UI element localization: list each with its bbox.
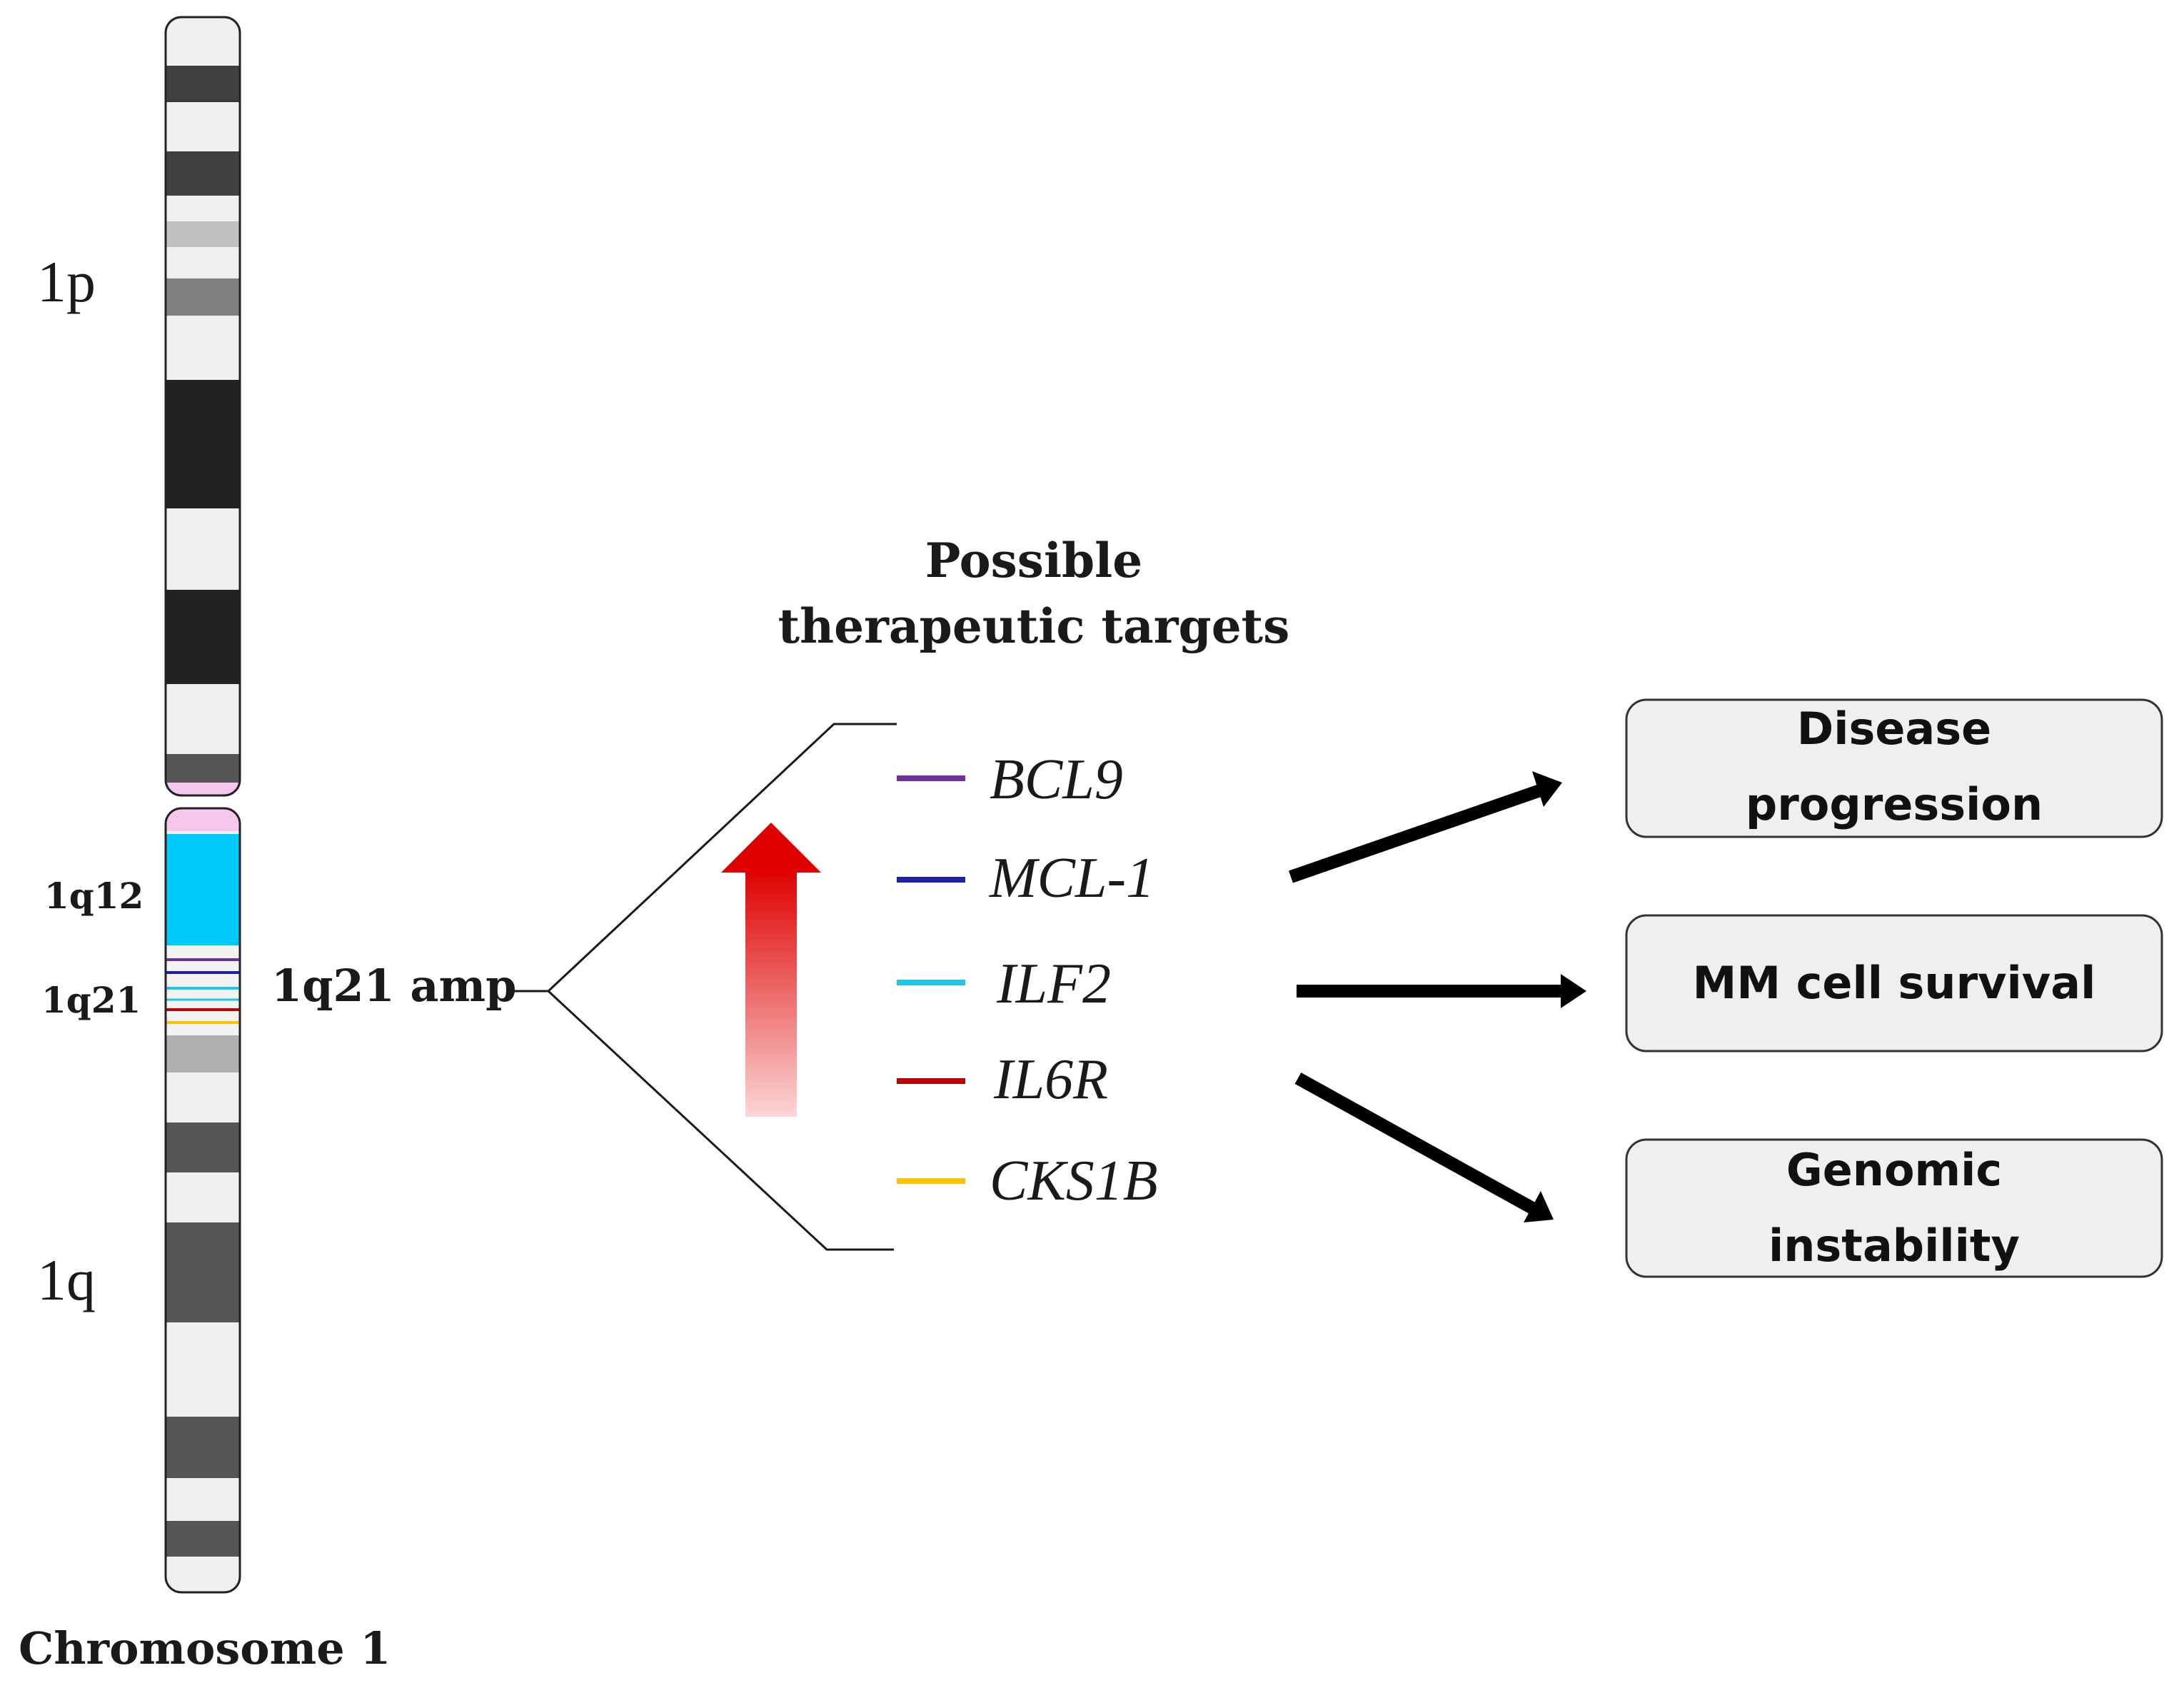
outcome-box-mm-cell-survival: MM cell survival bbox=[1625, 914, 2163, 1053]
p-band bbox=[166, 151, 240, 196]
p-band bbox=[166, 221, 240, 247]
p-band bbox=[166, 66, 240, 101]
chromosome-label: Chromosome 1 bbox=[19, 1622, 391, 1674]
band-1q21-label: 1q21 bbox=[41, 979, 141, 1021]
arm-p-label: 1p bbox=[37, 249, 96, 314]
outcome-label: Disease bbox=[1797, 703, 1991, 755]
gene-list: BCL9 MCL-1 ILF2 IL6R CKS1B bbox=[897, 748, 1158, 1212]
arm-q-label: 1q bbox=[37, 1247, 96, 1312]
arrow-to-disease-progression bbox=[1289, 771, 1562, 883]
upregulation-arrow bbox=[721, 823, 821, 1117]
outcome-label: instability bbox=[1768, 1220, 2020, 1272]
targets-title-line2: therapeutic targets bbox=[778, 598, 1290, 654]
q-band bbox=[166, 1122, 240, 1172]
amplification-bracket bbox=[513, 723, 897, 1251]
q-band bbox=[166, 1222, 240, 1322]
chromosome-q-arm bbox=[166, 808, 240, 1592]
p-band bbox=[166, 754, 240, 783]
outcome-box-disease-progression: Disease progression bbox=[1625, 698, 2163, 838]
outcome-arrows bbox=[1289, 771, 1586, 1222]
gene-name: CKS1B bbox=[990, 1150, 1158, 1212]
gene-item-cks1b: CKS1B bbox=[897, 1150, 1158, 1212]
q-band bbox=[166, 1035, 240, 1072]
amp-label: 1q21 amp bbox=[271, 960, 516, 1012]
arrow-to-mm-cell-survival bbox=[1297, 974, 1586, 1008]
gene-item-bcl9: BCL9 bbox=[897, 748, 1123, 811]
targets-title-line1: Possible bbox=[925, 533, 1142, 588]
band-1q12-label: 1q12 bbox=[44, 875, 144, 917]
gene-name: ILF2 bbox=[996, 953, 1111, 1015]
gene-name: BCL9 bbox=[990, 748, 1123, 811]
outcome-label: MM cell survival bbox=[1693, 957, 2096, 1009]
centromere-p bbox=[166, 783, 240, 795]
q-band bbox=[166, 1521, 240, 1557]
p-band bbox=[166, 380, 240, 508]
p-band bbox=[166, 590, 240, 684]
gene-item-il6r: IL6R bbox=[897, 1048, 1108, 1111]
gene-name: MCL-1 bbox=[989, 847, 1154, 910]
outcome-label: Genomic bbox=[1786, 1144, 2002, 1196]
centromere-q bbox=[166, 808, 240, 831]
outcome-label: progression bbox=[1746, 778, 2043, 830]
gene-item-ilf2: ILF2 bbox=[897, 953, 1111, 1015]
arrow-to-genomic-instability bbox=[1294, 1072, 1554, 1222]
gene-item-mcl1: MCL-1 bbox=[897, 847, 1154, 910]
gene-name: IL6R bbox=[993, 1048, 1108, 1111]
outcome-box-genomic-instability: Genomic instability bbox=[1625, 1138, 2163, 1278]
chromosome-ideogram bbox=[164, 16, 241, 1594]
q-band bbox=[166, 1417, 240, 1478]
p-band bbox=[166, 278, 240, 316]
band-1q12-region bbox=[166, 834, 240, 945]
chromosome-p-arm bbox=[166, 17, 240, 795]
